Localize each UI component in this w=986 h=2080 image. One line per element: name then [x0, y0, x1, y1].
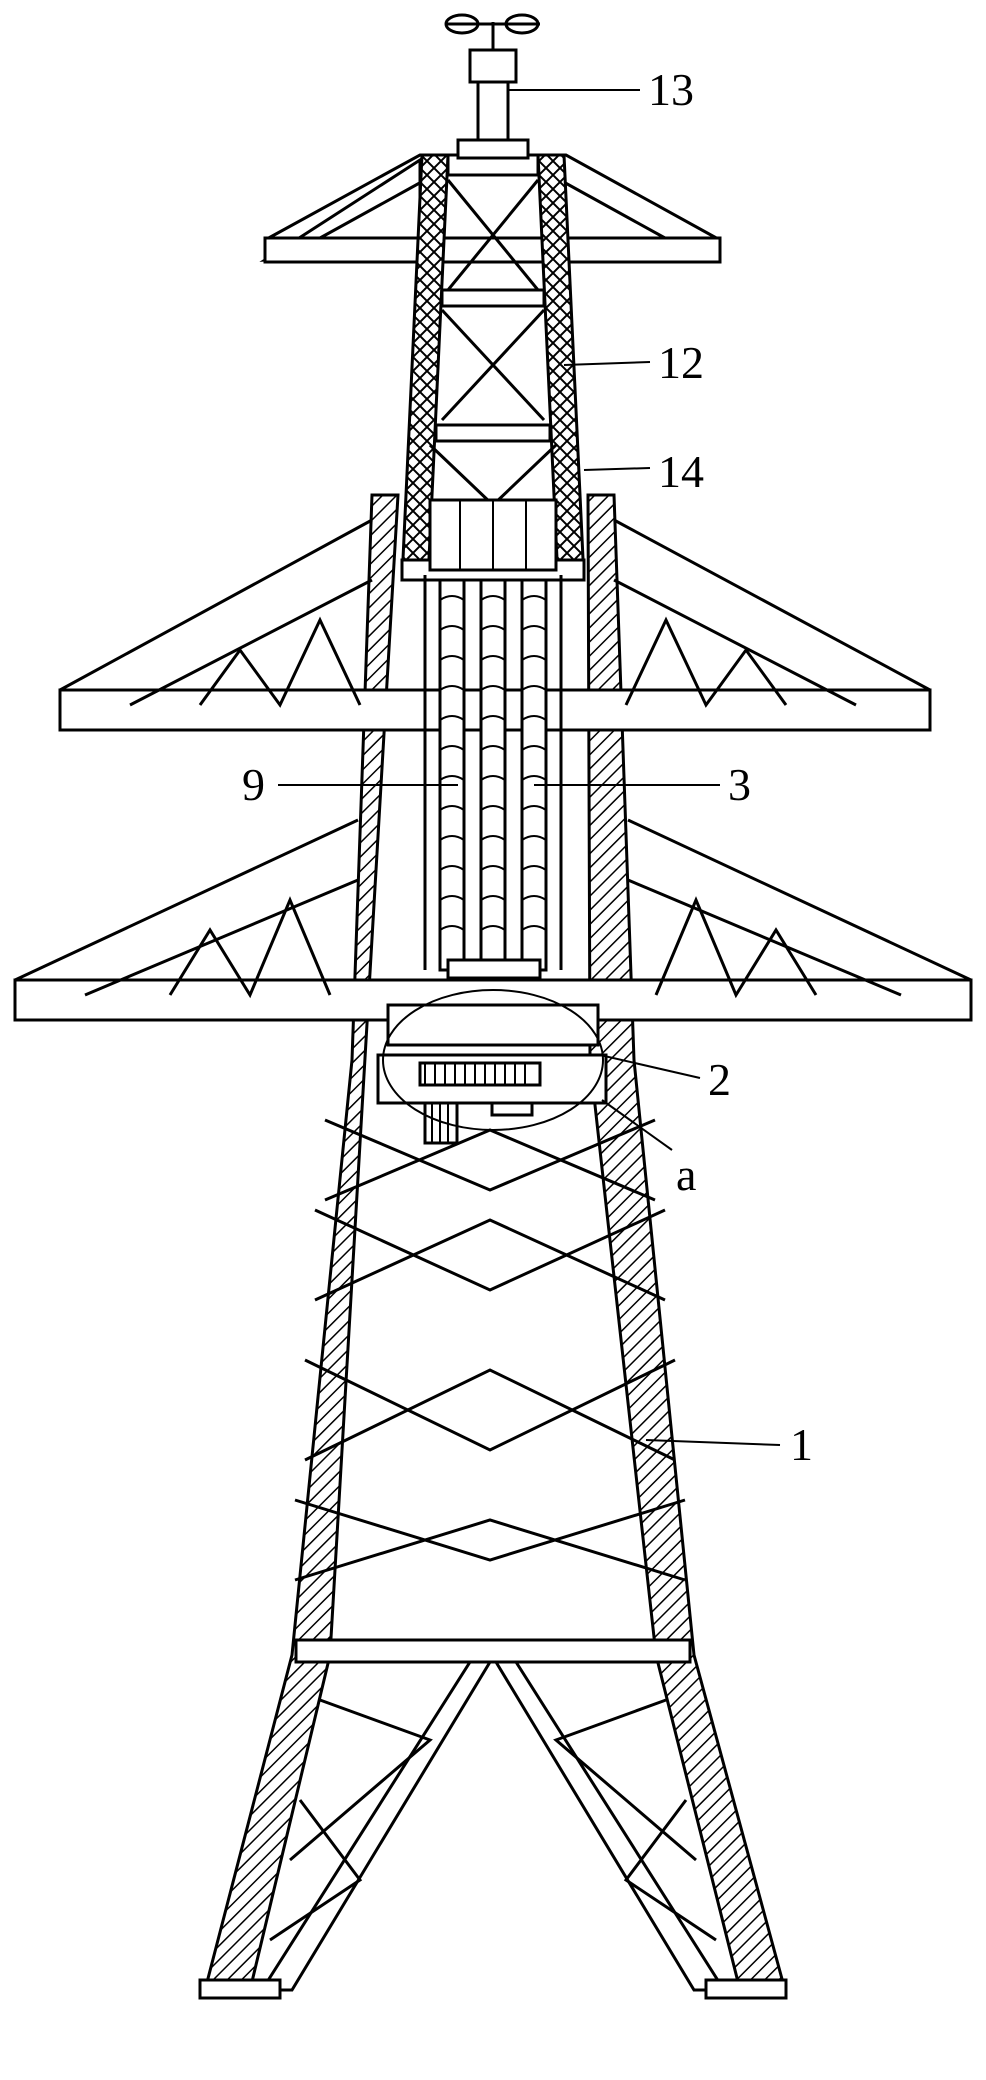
leader-lines [278, 89, 781, 1446]
label-9: 9 [242, 759, 265, 810]
detail-circle-a [382, 989, 604, 1131]
figure-labels: 13 12 14 9 3 2 a 1 [242, 64, 813, 1470]
label-a: a [676, 1149, 696, 1200]
inner-column-assembly [376, 498, 608, 1145]
spiral-rods [438, 578, 548, 972]
label-3: 3 [728, 759, 751, 810]
label-12: 12 [658, 337, 704, 388]
label-2: 2 [708, 1054, 731, 1105]
label-14: 14 [658, 446, 704, 497]
label-1: 1 [790, 1419, 813, 1470]
tower-body [198, 493, 788, 2000]
label-13: 13 [648, 64, 694, 115]
upper-tower-section [400, 13, 586, 582]
